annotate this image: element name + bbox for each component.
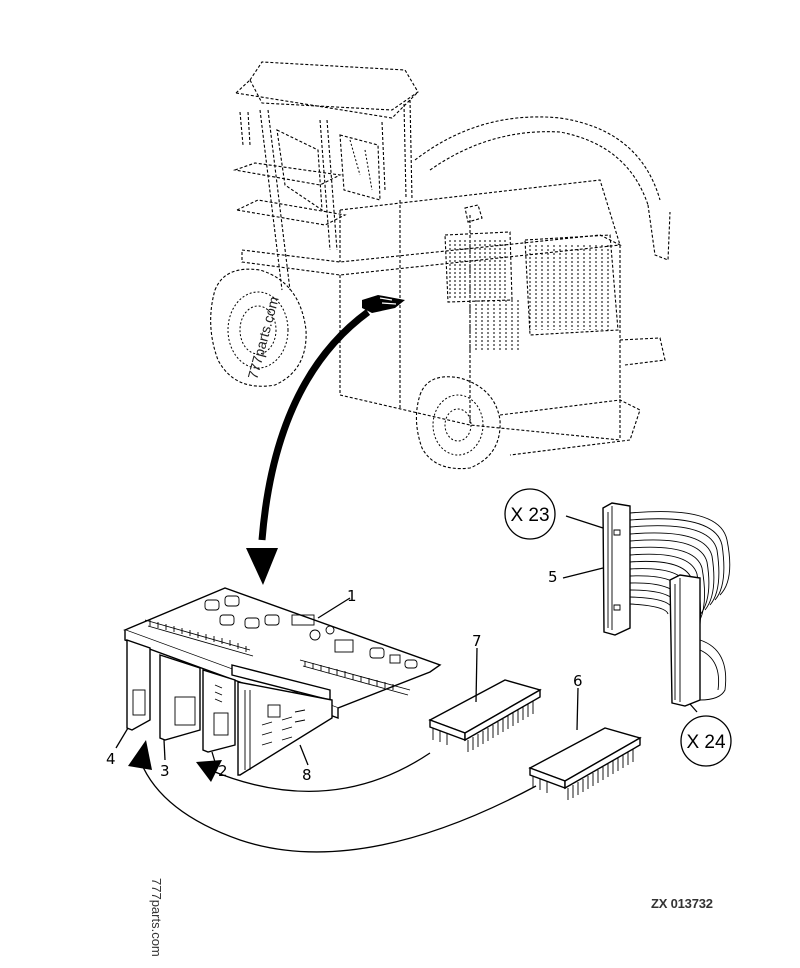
insertion-arrow-chip-7 [196,752,431,793]
connector-x24 [669,574,701,707]
callout-6: 6 [573,672,583,690]
connector-x23 [602,502,631,636]
harvester-outline [210,61,671,470]
connector-label-x23: X 23 [510,505,549,526]
callout-4: 4 [106,750,116,768]
plug-in-card-4 [126,639,151,731]
callout-1: 1 [347,587,357,605]
callout-7: 7 [472,632,482,650]
connector-callout-x23: X 23 [504,488,556,540]
callout-8: 8 [302,766,312,784]
ribbon-cable [562,502,731,713]
insertion-arrow-chip-6 [128,740,537,853]
plug-in-card-8 [237,681,333,776]
connector-label-x24: X 24 [686,732,726,753]
control-box-location-marker [362,295,405,313]
reference-code: ZX 013732 [651,896,713,911]
ic-chip-7 [428,647,542,752]
location-arrow [246,309,371,585]
watermark-bottom: 777parts.com [149,878,164,957]
plug-in-card-2 [202,669,236,753]
watermark-harvester: 777parts.com [244,295,281,381]
circuit-board-assembly [115,587,442,776]
plug-in-card-3 [159,654,201,741]
ic-chip-6 [528,687,642,800]
callout-3: 3 [160,762,170,780]
connector-callout-x24: X 24 [680,715,732,767]
callout-5: 5 [548,568,558,586]
callout-2: 2 [218,762,228,780]
